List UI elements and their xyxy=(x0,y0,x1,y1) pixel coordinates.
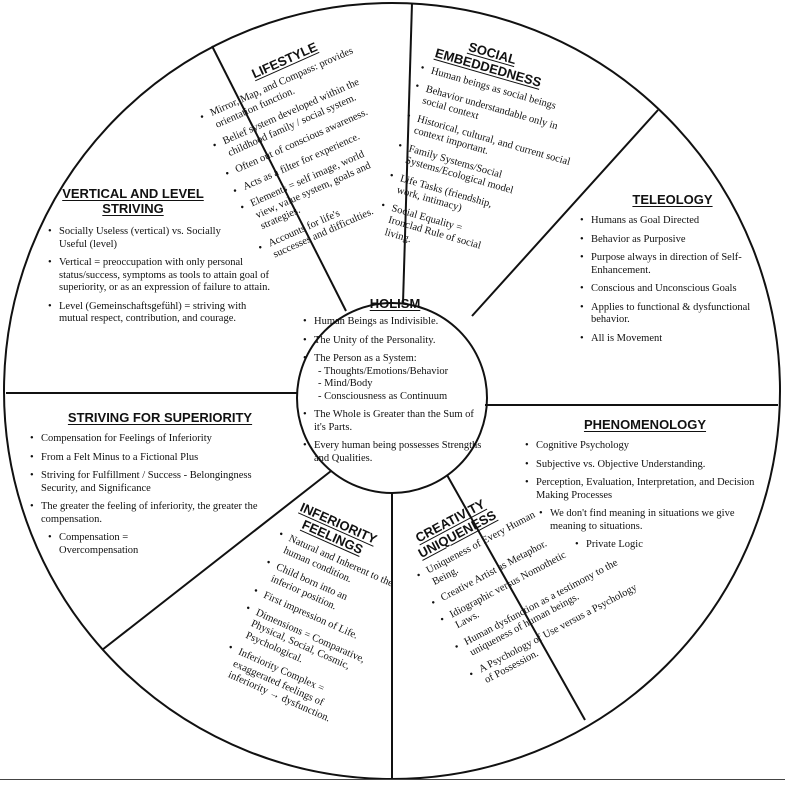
holism-item: Human Beings as Indivisible. xyxy=(303,316,487,329)
vertical-item: Level (Gemeinschaftsgefühl) = striving w… xyxy=(48,301,269,326)
superiority-item: Striving for Fulfillment / Success - Bel… xyxy=(30,470,290,495)
holism-item: The Person as a System: - Thoughts/Emoti… xyxy=(303,353,487,403)
superiority-item: Compensation = Overcompensation xyxy=(48,532,209,557)
superiority-title: STRIVING FOR SUPERIORITY xyxy=(67,410,253,425)
superiority-item: The greater the feeling of inferiority, … xyxy=(30,501,290,526)
holism-item-text: The Person as a System: xyxy=(314,353,417,364)
holism-subitem: - Consciousness as Continuum xyxy=(318,390,448,402)
phenomenology-item: Cognitive Psychology xyxy=(525,440,765,453)
phenomenology-item: Perception, Evaluation, Interpretation, … xyxy=(525,477,765,502)
phenomenology-item: Private Logic xyxy=(575,539,765,552)
teleology-item: All is Movement xyxy=(580,333,765,346)
divider-bottom-left xyxy=(101,470,332,651)
bottom-border-line xyxy=(0,779,785,780)
teleology-item: Applies to functional & dysfunctional be… xyxy=(580,302,765,327)
vertical-title: VERTICAL AND LEVEL STRIVING xyxy=(62,186,204,216)
holism-item: The Whole is Greater than the Sum of it'… xyxy=(303,409,487,434)
divider-top-right xyxy=(471,109,659,317)
holism-title: HOLISM xyxy=(369,296,421,311)
holism-item: The Unity of the Personality. xyxy=(303,335,487,348)
holism-subitem: - Thoughts/Emotions/Behavior xyxy=(318,365,449,377)
holism-subitem: - Mind/Body xyxy=(318,378,373,389)
teleology-title: TELEOLOGY xyxy=(632,192,713,207)
teleology-item: Behavior as Purposive xyxy=(580,234,765,247)
holism-item: Every human being possesses Strengths an… xyxy=(303,440,487,465)
vertical-item: Socially Useless (vertical) vs. Socially… xyxy=(48,226,249,251)
section-vertical-level-striving: VERTICAL AND LEVEL STRIVING Socially Use… xyxy=(48,186,293,332)
superiority-item: Compensation for Feelings of Inferiority xyxy=(30,433,290,446)
vertical-item: Vertical = preoccupation with only perso… xyxy=(48,257,293,295)
section-holism: HOLISM Human Beings as Indivisible. The … xyxy=(303,296,487,471)
teleology-item: Purpose always in direction of Self-Enha… xyxy=(580,252,765,277)
teleology-item: Conscious and Unconscious Goals xyxy=(580,283,765,296)
phenomenology-title: PHENOMENOLOGY xyxy=(583,417,707,432)
superiority-item: From a Felt Minus to a Fictional Plus xyxy=(30,452,290,465)
section-teleology: TELEOLOGY Humans as Goal Directed Behavi… xyxy=(580,192,765,351)
section-phenomenology: PHENOMENOLOGY Cognitive Psychology Subje… xyxy=(525,417,765,558)
section-striving-superiority: STRIVING FOR SUPERIORITY Compensation fo… xyxy=(30,410,290,563)
phenomenology-item: Subjective vs. Objective Understanding. xyxy=(525,459,765,472)
teleology-item: Humans as Goal Directed xyxy=(580,215,765,228)
